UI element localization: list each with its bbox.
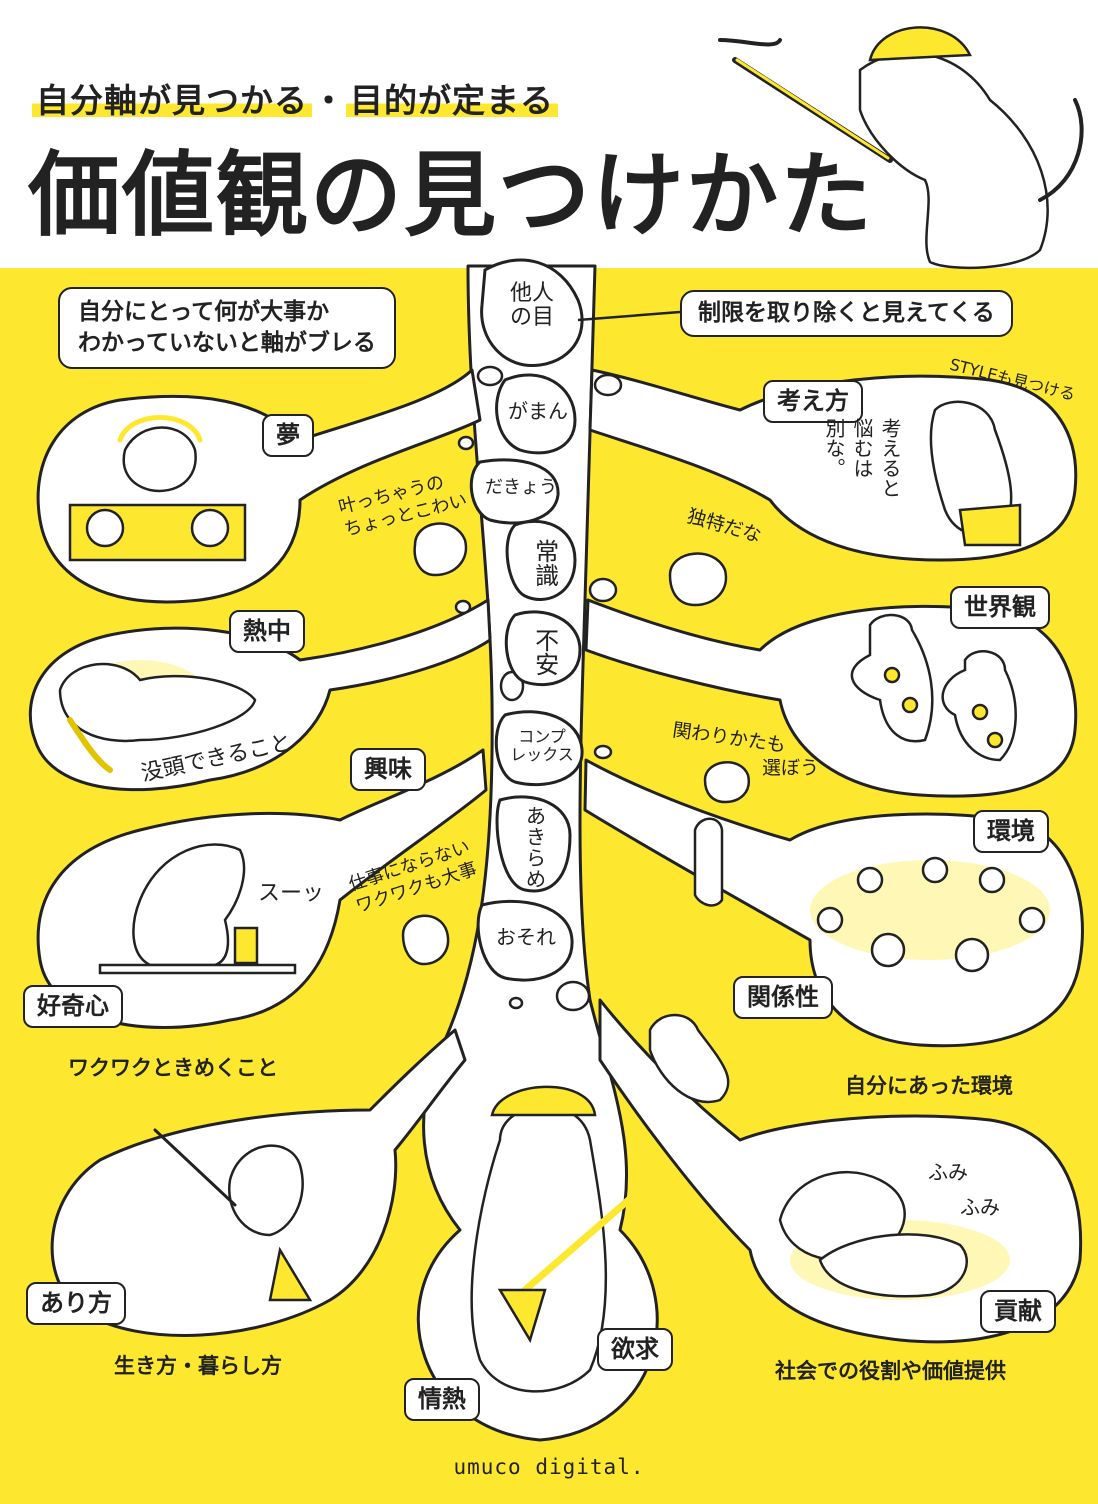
label-netchu: 熱中 [229,610,305,653]
rock-label-dakyo: だきょう [485,477,557,498]
fishing-cat-icon [153,1128,313,1302]
rock-line: レックス [510,745,574,765]
rock-line: ら [526,846,546,870]
label-yokkyu: 欲求 [597,1328,673,1371]
note-right: 制限を取り除くと見えてくる [680,290,1013,338]
caption-koken: 社会での役割や価値提供 [775,1359,1006,1383]
rock-label-tanin: 他人の目 [492,281,572,331]
note-left: 自分にとって何が大事か わかっていないと軸がブレる [58,287,396,370]
branch-sekaikan [584,598,1078,798]
peeking-cat-icon [401,522,751,1104]
rock-label-fuan: 不安 [530,628,559,676]
hand-line: 悩むは [850,418,874,478]
caption-kokishin: ワクワクときめくこと [68,1056,278,1080]
label-arikata: あり方 [26,1282,126,1325]
rock-line: 人 [532,281,555,306]
digging-cat-icon [470,1085,644,1393]
hand-line: 考えると [878,418,902,498]
pebble [457,435,475,451]
label-kyomi: 興味 [350,748,426,791]
rock-label-gaman: がまん [508,399,568,423]
rock-joshiki [505,519,577,601]
rock-line: 他 [509,281,532,306]
page-title: 価値観の見つけかた [28,142,875,249]
rock-label-joshiki: 常識 [530,539,559,587]
label-kankyo: 環境 [973,810,1049,853]
pebble [555,980,591,1012]
hand-kangaeru: 考えると悩むは別な。 [820,418,904,558]
rock-fuan [504,610,582,687]
rock-tanin [480,258,584,368]
label-kankeisei: 関係性 [733,976,833,1019]
rock-line: き [526,825,546,849]
rock-label-osore: おそれ [496,925,556,949]
label-koken: 貢献 [980,1290,1056,1333]
label-kangaekata: 考え方 [763,380,863,423]
connector-line [577,310,681,322]
sitting-cat-icon [98,843,297,975]
caption-arikata: 生き方・暮らし方 [114,1354,282,1378]
pebble [476,365,504,387]
helmet-cat-icon [718,26,1084,270]
rock-line: の [509,305,532,331]
subtitle-part-a: 自分軸が見つかる [32,81,312,120]
massage-cats-icon [778,1170,968,1298]
credit: umuco digital. [453,1455,645,1479]
rock-line: コンプ [518,727,566,746]
lying-cat-icon [58,662,257,773]
subtitle-separator: ・ [312,81,346,120]
pebble [593,744,613,760]
pebble [593,373,623,397]
hand-kakawari-b: 選ぼう [762,757,820,779]
pebble [508,996,524,1010]
subtitle-part-b: 目的が定まる [346,81,558,120]
label-kokishin: 好奇心 [23,985,123,1028]
hand-fumi-a: ふみ [928,1160,968,1184]
rock-line: め [526,867,546,891]
dancing-cats-icon [850,613,1017,762]
hand-fumi-b: ふみ [960,1195,1000,1219]
hand-line: 別な。 [822,418,846,478]
rock-dakyo [469,458,560,525]
thinking-cat-icon [929,400,1022,547]
branch-netchu [28,598,492,792]
rock-akirame [495,795,572,893]
dj-cat-icon [68,415,247,562]
rock-gaman [495,373,577,455]
label-yume: 夢 [262,414,314,457]
hand-suu: スーッ [258,881,325,906]
circle-of-cats-icon [816,856,1046,973]
rock-label-complex: コンプレックス [500,727,584,765]
rock-osore [476,899,574,982]
rock-line: あ [526,804,546,828]
pebble [588,577,618,603]
rock-line: 目 [532,305,555,331]
subtitle: 自分軸が見つかる・目的が定まる [32,74,558,122]
note-left-line: 自分にとって何が大事か [78,299,330,325]
rock-complex [494,710,584,787]
caption-kankyo: 自分にあった環境 [845,1074,1013,1098]
note-left-line: わかっていないと軸がブレる [78,330,376,357]
label-jonetsu: 情熱 [404,1378,480,1421]
label-sekaikan: 世界観 [950,586,1050,629]
rock-label-akirame: あきらめ [506,806,566,890]
pebble [454,599,472,615]
